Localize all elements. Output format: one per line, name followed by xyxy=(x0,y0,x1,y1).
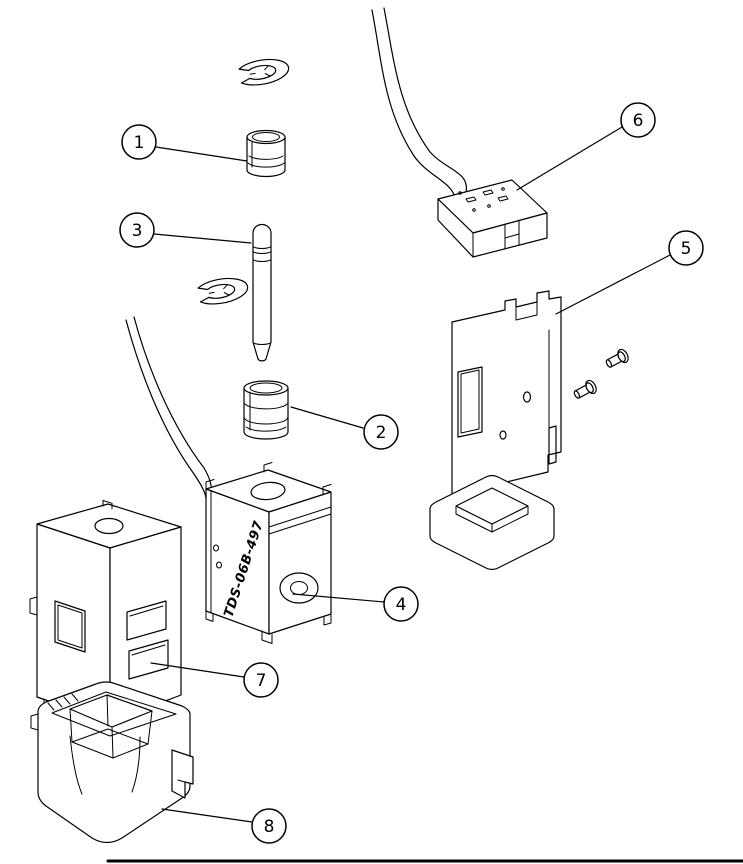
part-connector-wires xyxy=(371,7,467,199)
part-coil-wires xyxy=(125,316,213,499)
svg-text:8: 8 xyxy=(264,817,275,837)
part-rivet-2 xyxy=(603,347,631,372)
part-solenoid-coil: TDS-06B-497 xyxy=(205,462,332,644)
svg-text:4: 4 xyxy=(396,595,407,615)
part-housing-cover xyxy=(29,500,182,723)
leader-line-7 xyxy=(150,662,245,678)
coil-right-face xyxy=(268,491,332,635)
leader-line-2 xyxy=(290,406,364,429)
callout-4: 4 xyxy=(383,586,419,622)
callout-3: 3 xyxy=(119,212,155,248)
svg-text:1: 1 xyxy=(134,133,145,153)
part-bushing-2 xyxy=(243,380,289,440)
callout-2: 2 xyxy=(363,414,399,450)
housing-right-face xyxy=(109,526,182,723)
leader-line-8 xyxy=(161,808,253,823)
svg-text:6: 6 xyxy=(633,111,644,131)
part-e-clip-top xyxy=(237,55,292,89)
callout-7: 7 xyxy=(243,662,279,698)
callout-1: 1 xyxy=(121,124,157,160)
svg-text:3: 3 xyxy=(132,221,143,241)
leader-line-6 xyxy=(516,126,623,191)
part-rivet-1 xyxy=(571,378,599,403)
part-plunger xyxy=(252,223,272,362)
leader-line-5 xyxy=(555,254,671,315)
svg-text:7: 7 xyxy=(256,671,267,691)
part-base-housing xyxy=(30,681,194,844)
base-latch xyxy=(171,749,194,799)
leader-lines xyxy=(150,126,671,823)
leader-line-3 xyxy=(153,233,252,244)
part-bushing-1 xyxy=(246,129,286,178)
callout-5: 5 xyxy=(668,230,704,266)
part-circuit-board xyxy=(437,179,548,258)
svg-text:2: 2 xyxy=(376,423,387,443)
part-e-clip-mid xyxy=(196,274,251,308)
callout-6: 6 xyxy=(620,102,656,138)
part-bracket xyxy=(429,290,562,571)
svg-text:5: 5 xyxy=(681,239,692,259)
bracket-face xyxy=(451,290,562,496)
leader-line-1 xyxy=(155,146,248,162)
leader-line-4 xyxy=(292,593,385,603)
bracket-ring xyxy=(429,474,555,571)
callout-8: 8 xyxy=(251,808,287,844)
